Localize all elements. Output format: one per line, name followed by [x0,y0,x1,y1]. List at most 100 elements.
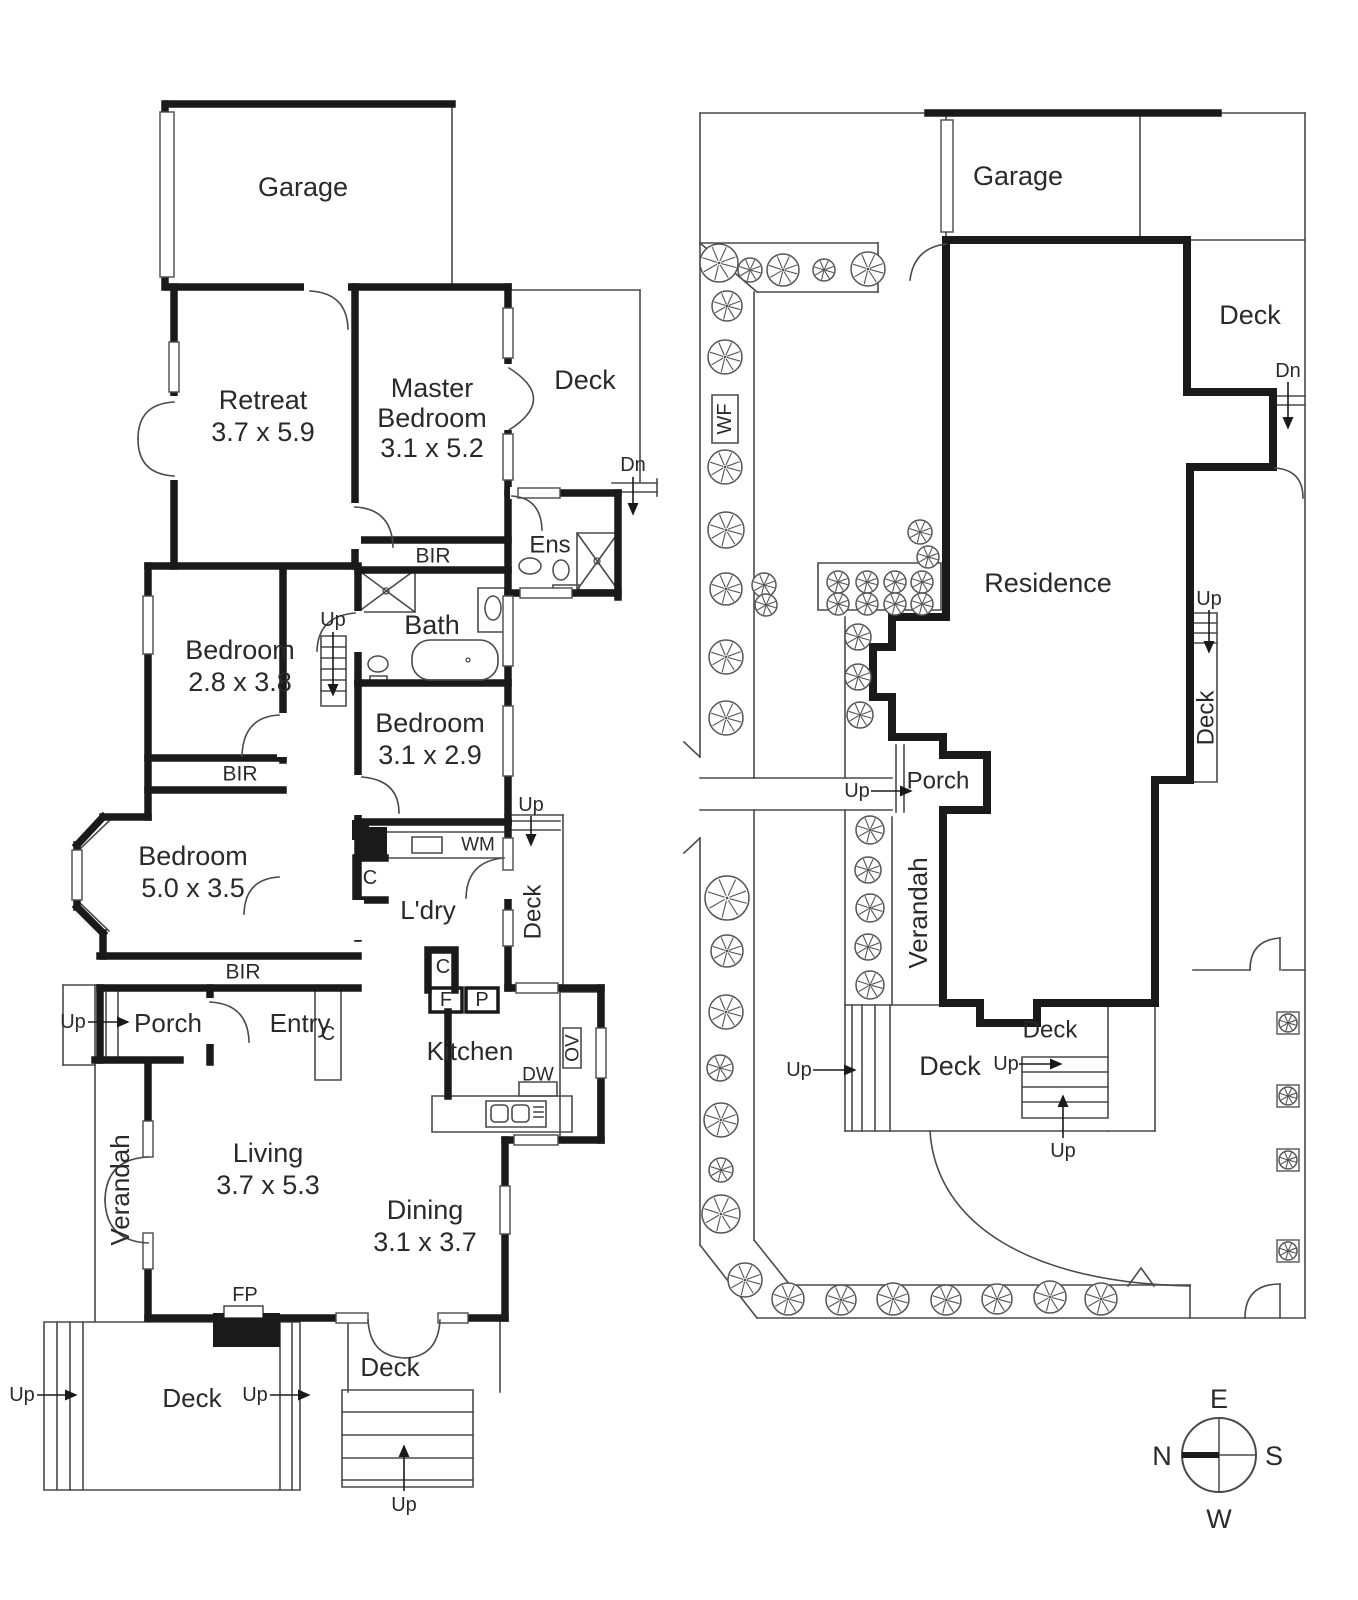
tree-branch [707,1120,720,1129]
tree-center [718,1066,722,1070]
door-swing-arc [361,776,400,814]
window [142,1232,154,1270]
tree-branch [726,531,736,545]
tree-branch [839,581,848,586]
tree-branch [1289,1159,1297,1163]
tree-branch [837,1301,842,1314]
tree-branch [718,342,725,356]
tree-branch [721,1159,727,1169]
tree-icon [854,856,882,884]
tree-branch [727,651,741,657]
tree-branch [727,293,734,305]
tree-branch [922,594,927,604]
annotation-label: Up [1196,588,1222,610]
tree-center [786,1297,790,1301]
tree-branch [738,1265,745,1279]
door-swing-arc [243,876,280,915]
tree-branch [721,658,727,673]
tree-branch [867,604,873,613]
tree-branch [895,594,900,604]
door-opening [168,396,180,480]
room-label: Porch [907,768,970,795]
tree-branch [719,264,729,279]
tree-branch [827,1295,840,1300]
room-label: L'dry [400,895,456,925]
tree-branch [726,719,735,732]
tree-branch [727,712,741,718]
tree-branch [849,715,859,722]
wall [71,901,109,939]
tree-branch [912,578,921,583]
tree-icon [826,592,850,616]
deck-edge-line [320,635,347,707]
room-label: Bedroom [138,841,248,871]
tree-branch [888,1300,894,1314]
tree-icon [846,701,874,729]
tree-branch [912,600,921,605]
tree-branch [719,997,726,1011]
tree-icon [855,592,879,616]
tree-branch [860,716,867,726]
tree-branch [857,825,869,831]
tree-branch [720,1056,726,1067]
tree-branch [1285,1252,1289,1260]
annotation-label: BIR [222,763,257,786]
tree-branch [710,712,725,718]
tree-branch [866,831,871,843]
tree-icon [883,570,907,594]
tree-branch [835,1287,841,1299]
tree-branch [852,665,858,676]
tree-branch [783,1300,789,1314]
window [502,909,514,947]
tree-branch [923,600,932,605]
tree-branch [867,582,873,591]
tree-branch [919,583,923,592]
annotation-label: WM [461,835,495,856]
tree-branch [754,585,764,591]
tree-branch [722,1169,732,1174]
room-label: Deck [520,884,547,940]
tree-icon [981,1283,1013,1315]
tree-center [1048,1295,1052,1299]
room-label: Deck [1219,300,1281,330]
tree-center [717,261,721,265]
tree-branch [765,584,775,589]
tree-branch [918,553,927,558]
tree-branch [915,521,920,531]
tree-icon [708,994,744,1030]
tree-icon [844,623,872,651]
tree-branch [721,590,727,604]
fixture [552,559,570,581]
tree-branch [878,1293,892,1299]
deck-edge-line [817,562,942,611]
tree-branch [711,467,724,476]
tree-icon [907,519,933,545]
tree-branch [838,572,843,582]
tree-branch [1086,1293,1100,1299]
tree-center [920,602,924,606]
tree-branch [997,1286,1004,1298]
tree-branch [1288,1087,1293,1096]
fixture [411,639,499,681]
deck-edge-line [431,1095,573,1133]
tree-branch [847,677,857,684]
tree-branch [928,557,934,566]
annotation-label: OV [563,1034,584,1062]
tree-branch [721,1063,732,1068]
tree-branch [868,600,877,605]
tree-center [836,580,840,584]
tree-branch [750,259,756,269]
tree-branch [710,1166,720,1171]
tree-branch [916,533,921,543]
tree-branch [923,578,932,583]
tree-icon [704,875,750,921]
tree-branch [710,651,725,657]
tree-icon [855,893,885,923]
tree-center [719,1168,723,1172]
tree-branch [857,582,867,588]
tree-branch [859,632,870,637]
tree-icon [708,1157,734,1183]
fixture [511,1104,530,1123]
tree-branch [721,1013,727,1028]
tree-branch [864,583,868,592]
